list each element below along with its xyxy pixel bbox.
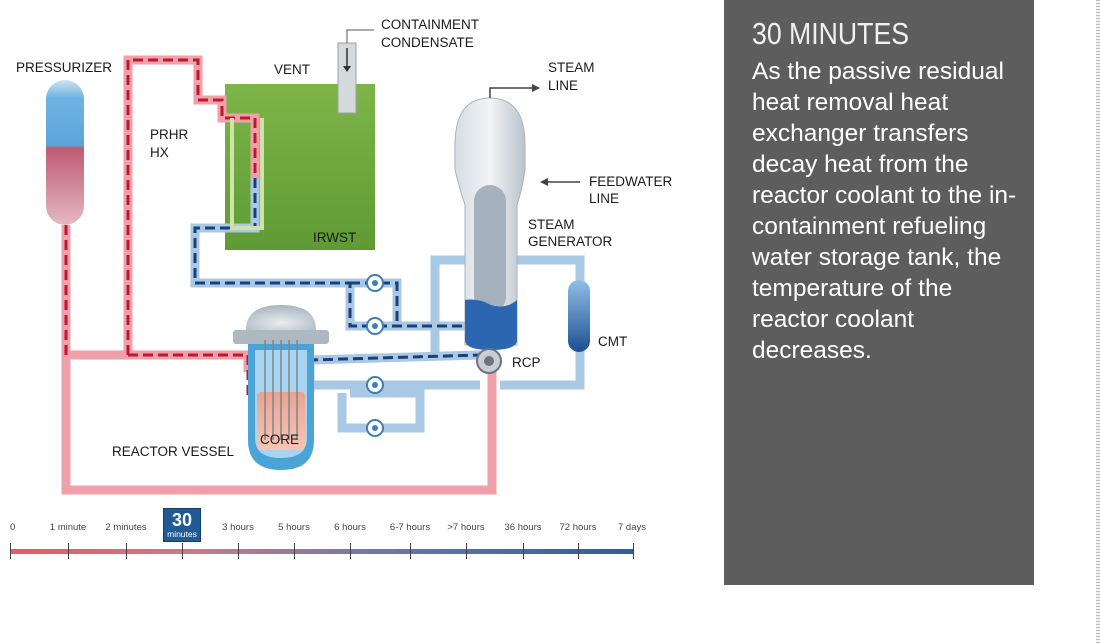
label-rcp: RCP: [512, 355, 541, 370]
label-containment-2: CONDENSATE: [381, 35, 474, 50]
description-panel: 30 MINUTES As the passive residual heat …: [724, 0, 1034, 585]
timeline-bar[interactable]: [10, 549, 634, 554]
panel-title: 30 MINUTES: [752, 16, 910, 51]
timeline-tick[interactable]: 0: [10, 522, 16, 533]
label-prhr-1: PRHR: [150, 127, 189, 142]
timeline-tick[interactable]: 5 hours: [278, 522, 310, 533]
timeline-bar-tick: [523, 543, 524, 559]
timeline-bar-tick: [126, 543, 127, 559]
label-steam-line-1: STEAM: [548, 60, 595, 75]
timeline-tick[interactable]: 7 days: [618, 522, 646, 533]
timeline-tick[interactable]: 6-7 hours: [389, 522, 431, 533]
label-prhr-2: HX: [150, 145, 169, 160]
valves: [366, 274, 384, 437]
timeline-bar-tick: [294, 543, 295, 559]
timeline-active-unit: minutes: [167, 529, 197, 539]
timeline-bar-tick: [68, 543, 69, 559]
timeline-bar-tick: [578, 543, 579, 559]
label-steam-line-2: LINE: [548, 78, 578, 93]
reactor-system-diagram: PRESSURIZER VENT CONTAINMENT CONDENSATE …: [16, 17, 672, 495]
label-irwst: IRWST: [313, 230, 356, 245]
timeline-bar-tick: [182, 543, 183, 559]
timeline-tick[interactable]: 1 minute: [49, 522, 87, 533]
reactor-vessel: [233, 305, 329, 470]
label-feedwater-1: FEEDWATER: [589, 174, 672, 189]
timeline: 0 1 minute 2 minutes 30 minutes 3 hours …: [0, 505, 700, 575]
timeline-tick[interactable]: >7 hours: [447, 522, 485, 533]
pressurizer: [46, 80, 84, 225]
label-cmt: CMT: [598, 334, 627, 349]
label-vent: VENT: [274, 62, 310, 77]
label-reactor-vessel: REACTOR VESSEL: [112, 444, 235, 459]
timeline-tick[interactable]: 6 hours: [334, 522, 366, 533]
scroll-edge: [1096, 0, 1100, 644]
timeline-bar-tick: [466, 543, 467, 559]
cmt-tank: [568, 280, 590, 352]
steam-generator: [454, 84, 580, 350]
timeline-tick-active[interactable]: 30 minutes: [163, 508, 201, 542]
label-steam-generator-1: STEAM: [528, 217, 575, 232]
timeline-tick[interactable]: 2 minutes: [105, 522, 147, 533]
panel-description: As the passive residual heat removal hea…: [752, 58, 1017, 364]
timeline-bar-tick: [633, 543, 634, 559]
timeline-bar-tick: [350, 543, 351, 559]
timeline-tick[interactable]: 72 hours: [559, 522, 597, 533]
timeline-active-value: 30: [171, 510, 193, 530]
timeline-tick[interactable]: 36 hours: [504, 522, 542, 533]
rcp-pump: [476, 348, 502, 374]
timeline-tick[interactable]: 3 hours: [222, 522, 254, 533]
label-feedwater-2: LINE: [589, 191, 619, 206]
label-containment-1: CONTAINMENT: [381, 17, 479, 32]
label-pressurizer: PRESSURIZER: [16, 60, 112, 75]
timeline-bar-tick: [410, 543, 411, 559]
timeline-bar-tick: [10, 543, 11, 559]
label-core: CORE: [260, 432, 299, 447]
label-steam-generator-2: GENERATOR: [528, 234, 613, 249]
timeline-bar-tick: [238, 543, 239, 559]
